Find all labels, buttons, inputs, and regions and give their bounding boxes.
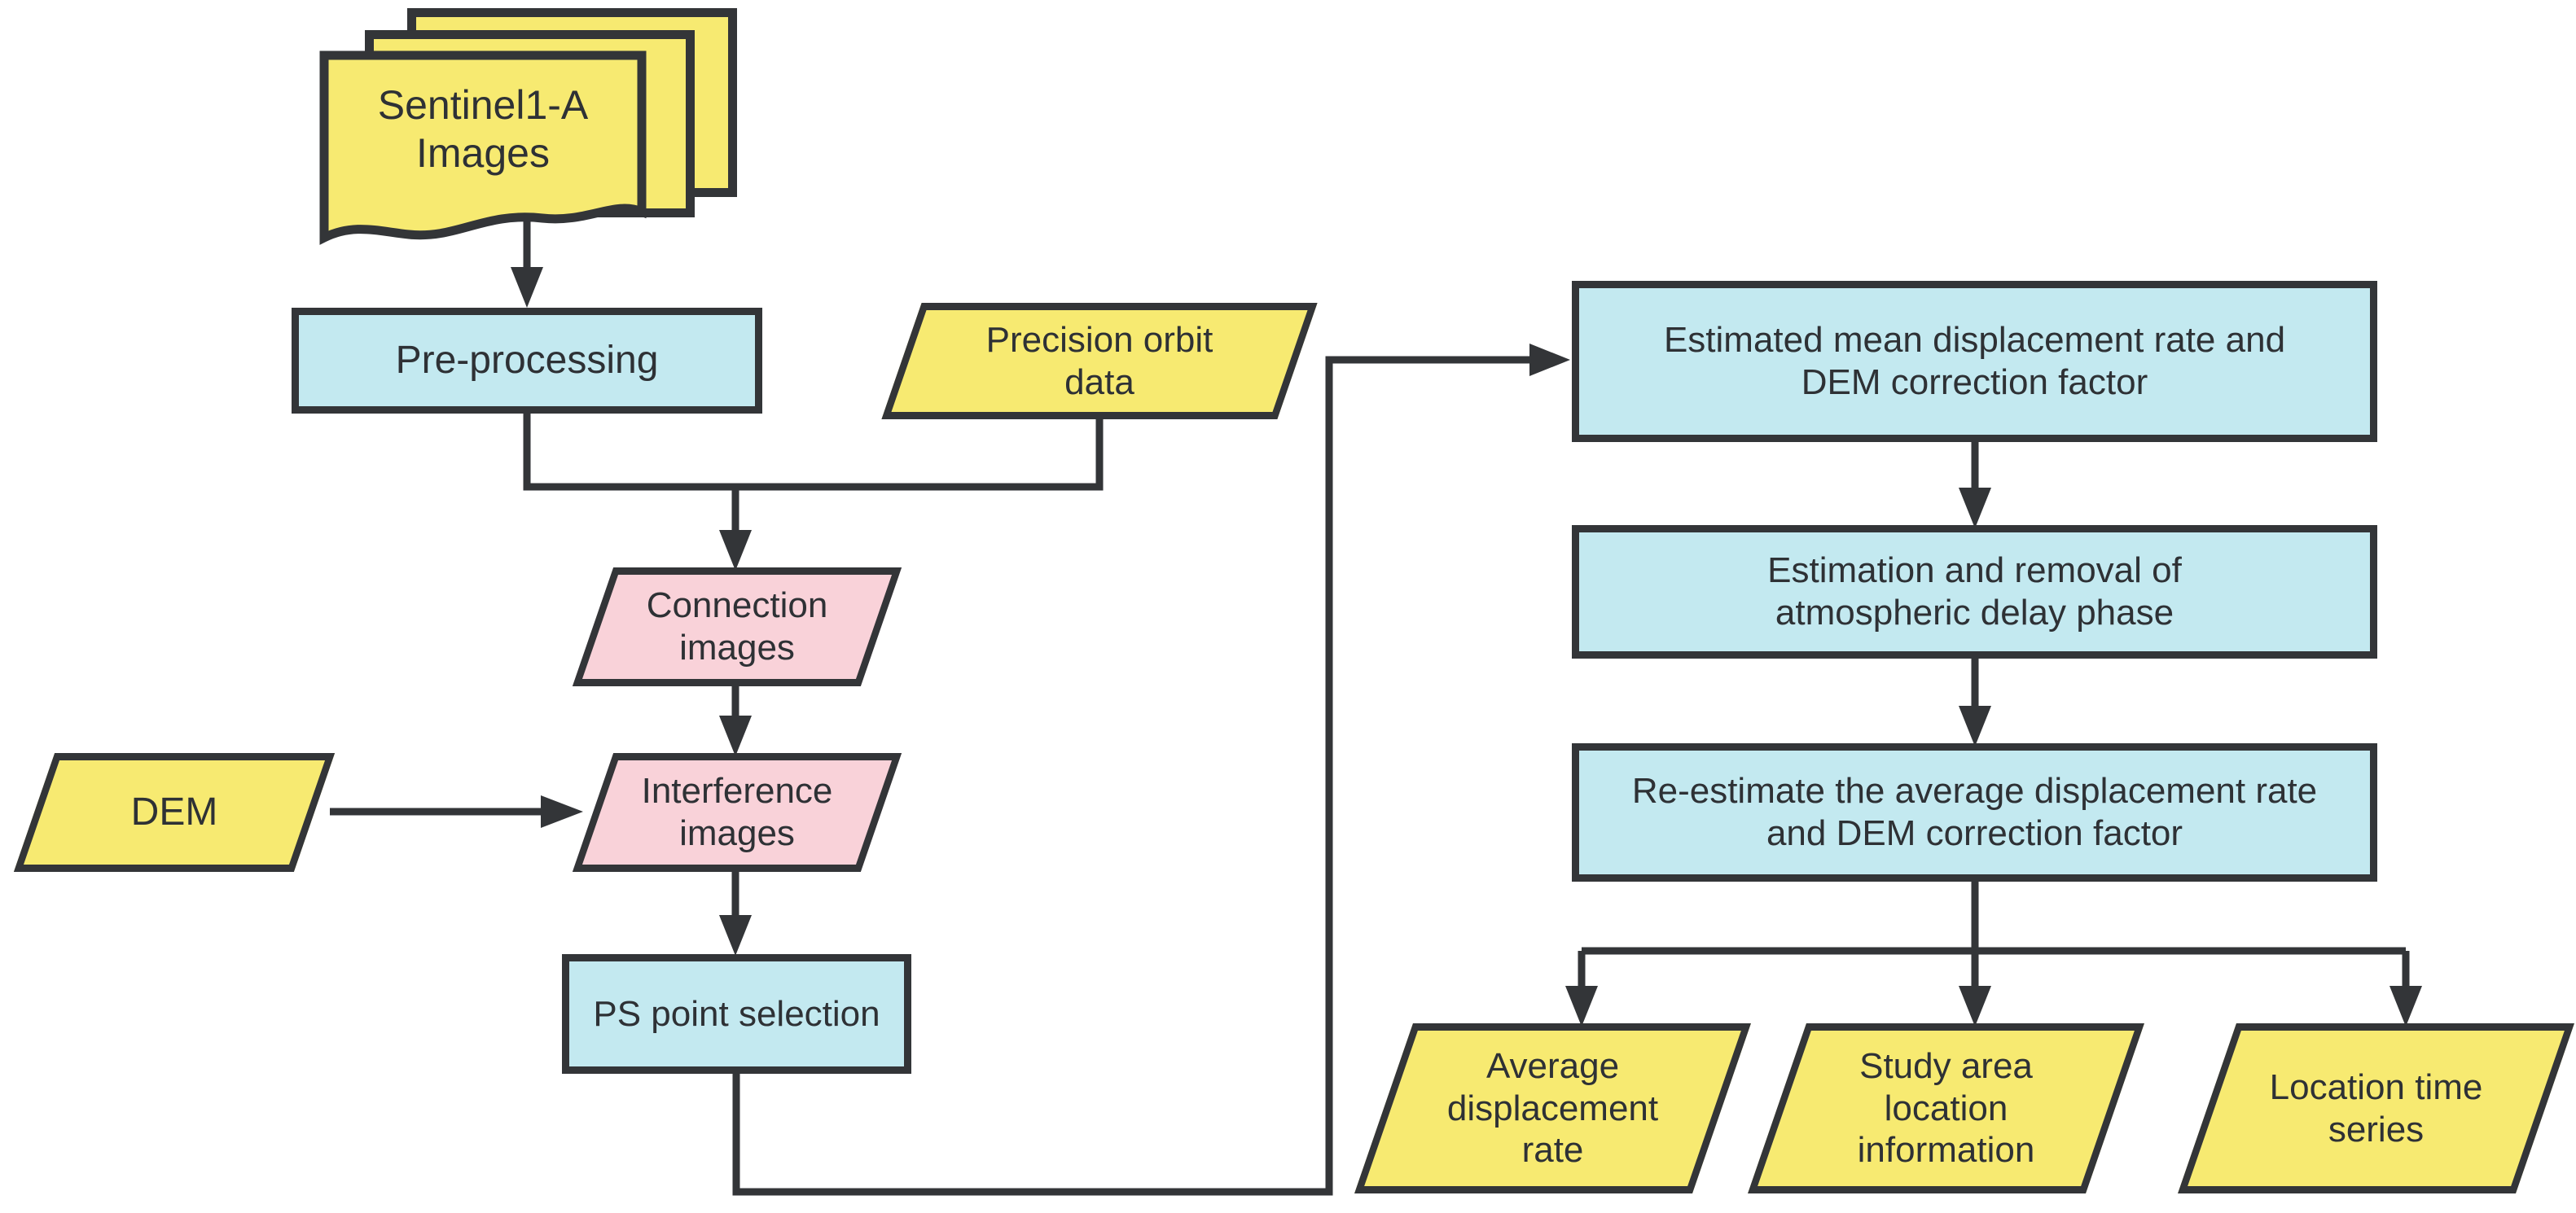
- arrowhead-into-interference: [719, 716, 752, 756]
- node-avgrate-label: Average displacement rate: [1446, 1045, 1659, 1171]
- node-interference: Interference images: [572, 753, 902, 872]
- connector-branch: [1582, 879, 2406, 955]
- node-reestimate: Re-estimate the average displacement rat…: [1572, 743, 2377, 882]
- node-preprocess: Pre-processing: [292, 308, 762, 414]
- node-timeseries-label: Location time series: [2269, 1066, 2483, 1150]
- node-avgrate: Average displacement rate: [1354, 1023, 1751, 1193]
- node-sentinel-label: Sentinel1-A Images: [377, 82, 589, 176]
- node-connection-label: Connection images: [646, 585, 828, 668]
- node-studyarea-label: Study area location information: [1857, 1045, 2035, 1171]
- arrowhead-into-timeseries: [2389, 986, 2422, 1027]
- arrowhead-into-studyarea: [1959, 986, 1991, 1027]
- node-connection: Connection images: [572, 567, 902, 686]
- node-reestimate-label: Re-estimate the average displacement rat…: [1631, 771, 2318, 853]
- node-orbit: Precision orbit data: [881, 303, 1318, 419]
- node-ps-label: PS point selection: [593, 993, 880, 1034]
- arrowhead-into-atmosphere: [1959, 488, 1991, 528]
- node-estimate: Estimated mean displacement rate and DEM…: [1572, 281, 2377, 442]
- arrowhead-into-estimate: [1529, 344, 1570, 376]
- arrowhead-into-preprocess: [511, 267, 543, 308]
- arrowhead-into-reestimate: [1959, 706, 1991, 747]
- node-atmosphere-label: Estimation and removal of atmospheric de…: [1767, 550, 2182, 633]
- document-front-path: [319, 50, 647, 245]
- node-interference-label: Interference images: [641, 771, 833, 853]
- node-ps: PS point selection: [562, 954, 911, 1074]
- arrowhead-dem-into-interference: [541, 795, 583, 828]
- connector-junction: [523, 411, 1104, 491]
- arrowhead-into-avgrate: [1565, 986, 1598, 1027]
- arrowhead-into-ps: [719, 915, 752, 956]
- node-dem-label: DEM: [130, 790, 218, 834]
- arrowhead-into-connection: [719, 530, 752, 571]
- node-studyarea: Study area location information: [1748, 1023, 2144, 1193]
- node-preprocess-label: Pre-processing: [395, 338, 659, 382]
- connector-ps-estimate: [732, 356, 1533, 1196]
- node-orbit-label: Precision orbit data: [985, 319, 1213, 402]
- node-dem: DEM: [13, 753, 336, 872]
- node-estimate-label: Estimated mean displacement rate and DEM…: [1663, 320, 2286, 402]
- node-atmosphere: Estimation and removal of atmospheric de…: [1572, 525, 2377, 659]
- node-timeseries: Location time series: [2178, 1023, 2574, 1193]
- document-front: [319, 50, 647, 245]
